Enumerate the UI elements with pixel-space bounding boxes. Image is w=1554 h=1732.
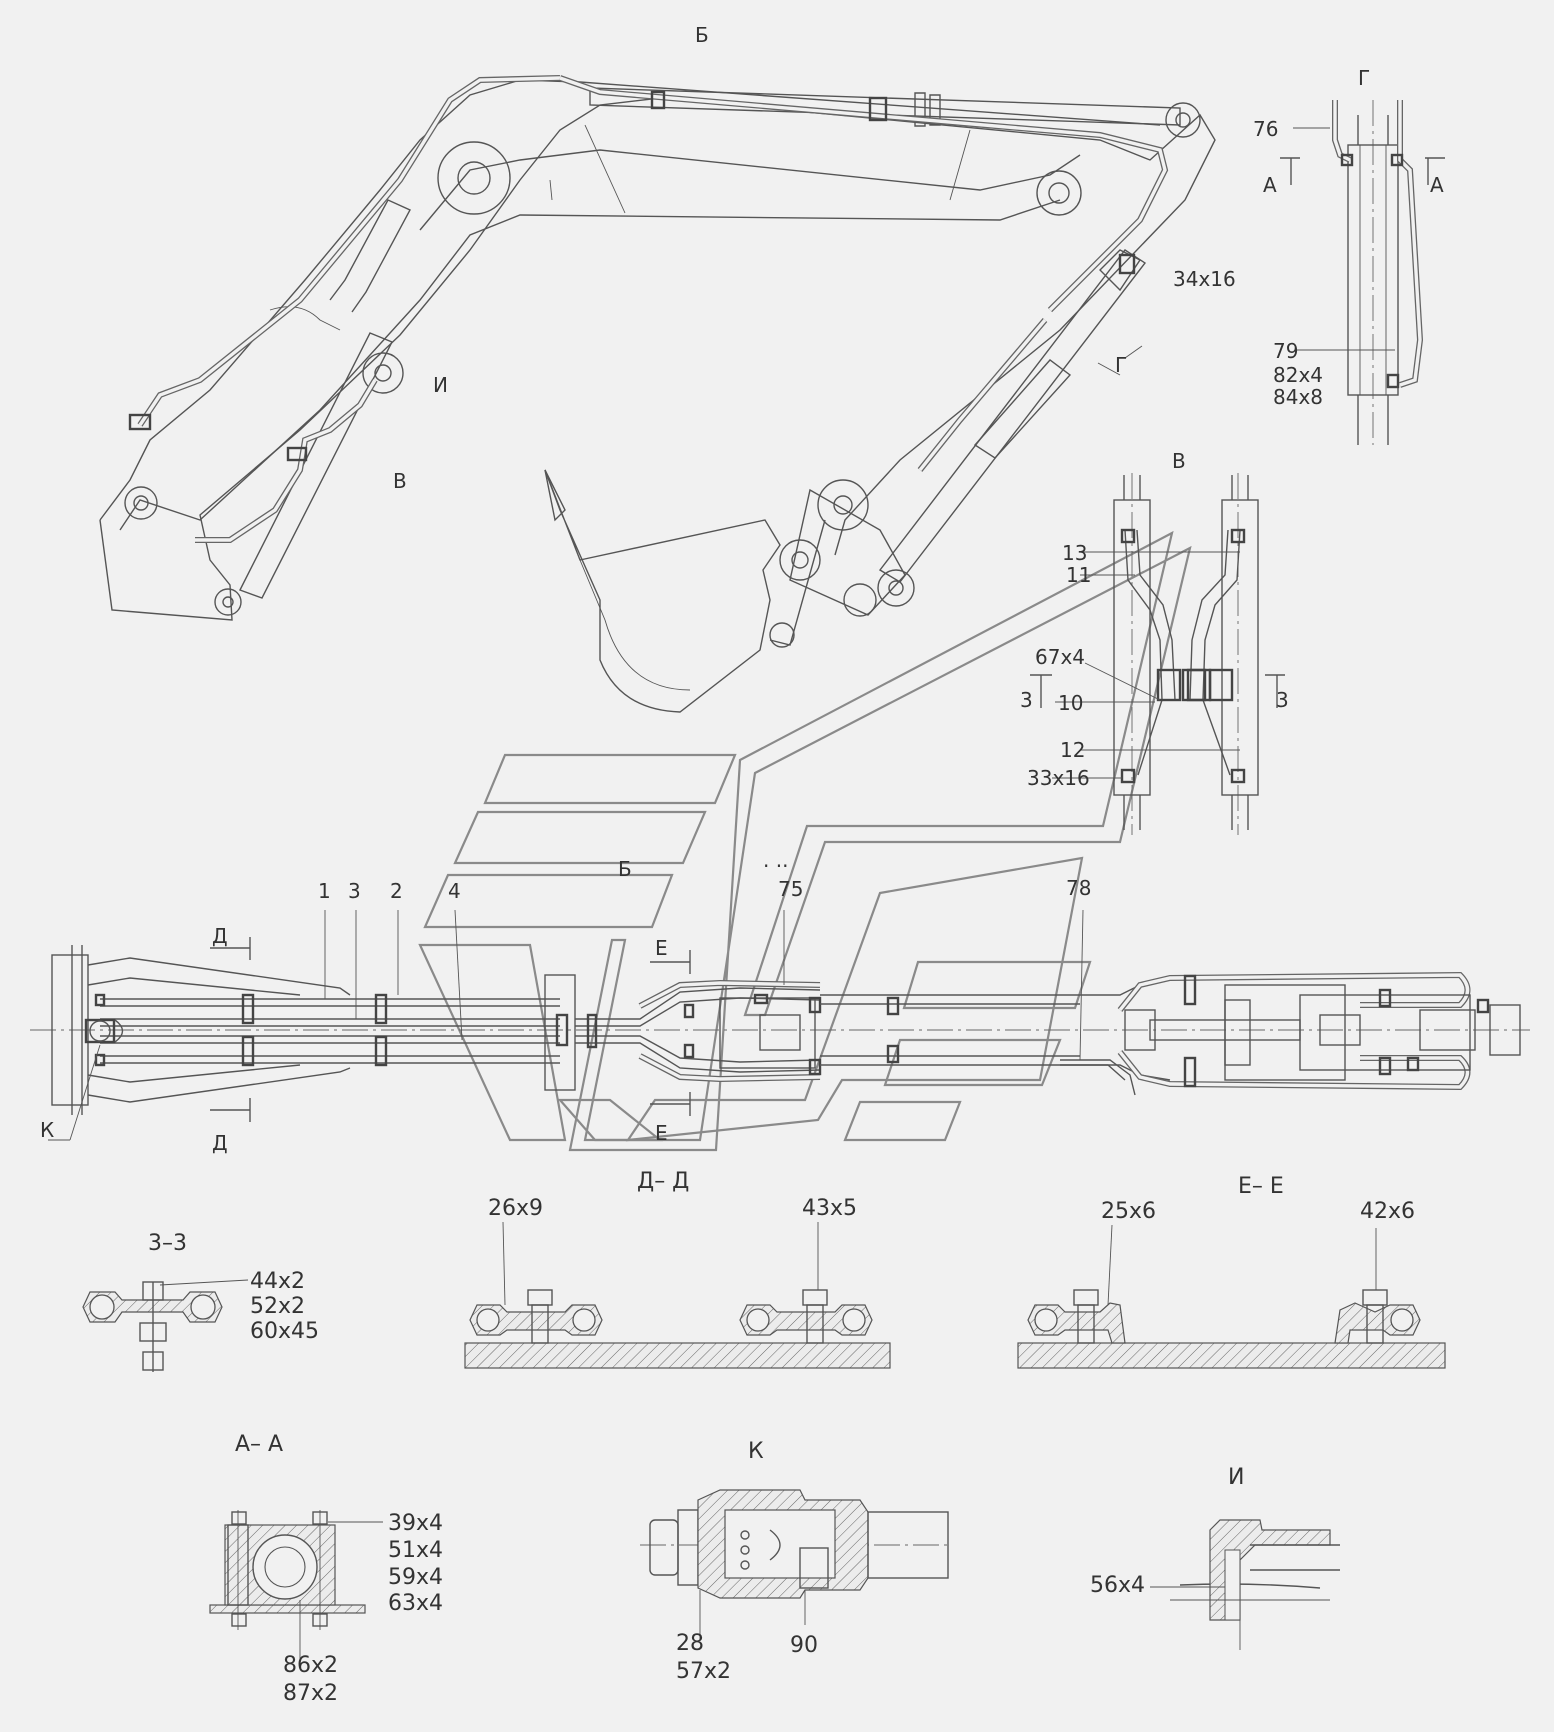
- section-z-label-1: 44x2: [250, 1269, 305, 1294]
- excavator-boom-side-view: [99, 75, 1216, 713]
- part-number-labels: 76 34x16 79 82x4 84x8 13 11 67x4 10 12 3…: [318, 117, 1323, 903]
- section-z-label-3: 60x45: [250, 1319, 319, 1344]
- section-d-bottom-label: Д: [212, 1131, 228, 1155]
- view-v-detail: [1030, 473, 1285, 835]
- callout-i-label: И: [433, 373, 448, 397]
- section-a-label-5: 86x2: [283, 1653, 338, 1678]
- detail-i: [1150, 1519, 1340, 1650]
- callout-k-label: К: [40, 1118, 54, 1142]
- watermark-logo: [418, 530, 1192, 1152]
- view-g-detail: [1280, 100, 1445, 445]
- detail-k-title: К: [748, 1439, 764, 1464]
- dots-mark: · ··: [763, 854, 788, 878]
- label-1: 1: [318, 879, 331, 903]
- section-a-title: А– А: [235, 1432, 283, 1457]
- label-75: 75: [778, 877, 803, 901]
- section-z-right-label: 3: [1276, 688, 1289, 712]
- view-b-title: Б: [618, 857, 632, 881]
- label-4: 4: [448, 879, 461, 903]
- section-d-label-1: 26x9: [488, 1196, 543, 1221]
- section-d-title: Д– Д: [637, 1169, 689, 1194]
- label-12: 12: [1060, 738, 1085, 762]
- section-a-left-label: А: [1263, 173, 1277, 197]
- section-e-top-label: Е: [655, 936, 668, 960]
- view-b-boom-top: [30, 909, 1530, 1141]
- detail-i-label-1: 56x4: [1090, 1573, 1145, 1598]
- section-a-a: [209, 1510, 383, 1660]
- section-e-e: [1017, 1224, 1446, 1369]
- label-2: 2: [390, 879, 403, 903]
- section-e-bottom-label: Е: [655, 1121, 668, 1145]
- section-labels: 3–3 44x2 52x2 60x45 Д– Д 26x9 43x5 Е– Е …: [148, 1169, 1415, 1706]
- section-z-left-label: 3: [1020, 688, 1033, 712]
- section-d-label-2: 43x5: [802, 1196, 857, 1221]
- detail-k: [640, 1489, 950, 1640]
- view-letters: Б Г В И Г В Б А А 3 3 Д Д Е Е К · ··: [40, 23, 1444, 1155]
- section-a-right-label: А: [1430, 173, 1444, 197]
- section-z-z: [82, 1279, 249, 1372]
- section-d-d: [464, 1221, 891, 1369]
- arrow-g-side-label: Г: [1115, 353, 1127, 377]
- label-13: 13: [1062, 541, 1087, 565]
- section-e-label-1: 25x6: [1101, 1199, 1156, 1224]
- label-82x4: 82x4: [1273, 363, 1323, 387]
- arrow-v-label: В: [393, 469, 407, 493]
- view-g-title: Г: [1358, 66, 1370, 90]
- label-3: 3: [348, 879, 361, 903]
- section-a-label-2: 51x4: [388, 1538, 443, 1563]
- label-34x16: 34x16: [1173, 267, 1236, 291]
- label-79: 79: [1273, 339, 1298, 363]
- section-a-label-1: 39x4: [388, 1511, 443, 1536]
- label-67x4: 67x4: [1035, 645, 1085, 669]
- arrow-b-top-label: Б: [695, 23, 709, 47]
- section-a-label-6: 87x2: [283, 1681, 338, 1706]
- label-10: 10: [1058, 691, 1083, 715]
- label-33x16: 33x16: [1027, 766, 1090, 790]
- section-e-title: Е– Е: [1238, 1174, 1284, 1199]
- view-v-title: В: [1172, 449, 1186, 473]
- label-11: 11: [1066, 563, 1091, 587]
- section-z-label-2: 52x2: [250, 1294, 305, 1319]
- detail-k-label-3: 90: [790, 1633, 818, 1658]
- section-e-label-2: 42x6: [1360, 1199, 1415, 1224]
- label-84x8: 84x8: [1273, 385, 1323, 409]
- section-a-label-3: 59x4: [388, 1565, 443, 1590]
- detail-k-label-1: 28: [676, 1631, 704, 1656]
- section-d-top-label: Д: [212, 924, 228, 948]
- label-78: 78: [1066, 876, 1091, 900]
- detail-i-title: И: [1228, 1465, 1244, 1490]
- section-a-label-4: 63x4: [388, 1591, 443, 1616]
- detail-k-label-2: 57x2: [676, 1659, 731, 1684]
- label-76: 76: [1253, 117, 1278, 141]
- section-z-title: 3–3: [148, 1231, 187, 1256]
